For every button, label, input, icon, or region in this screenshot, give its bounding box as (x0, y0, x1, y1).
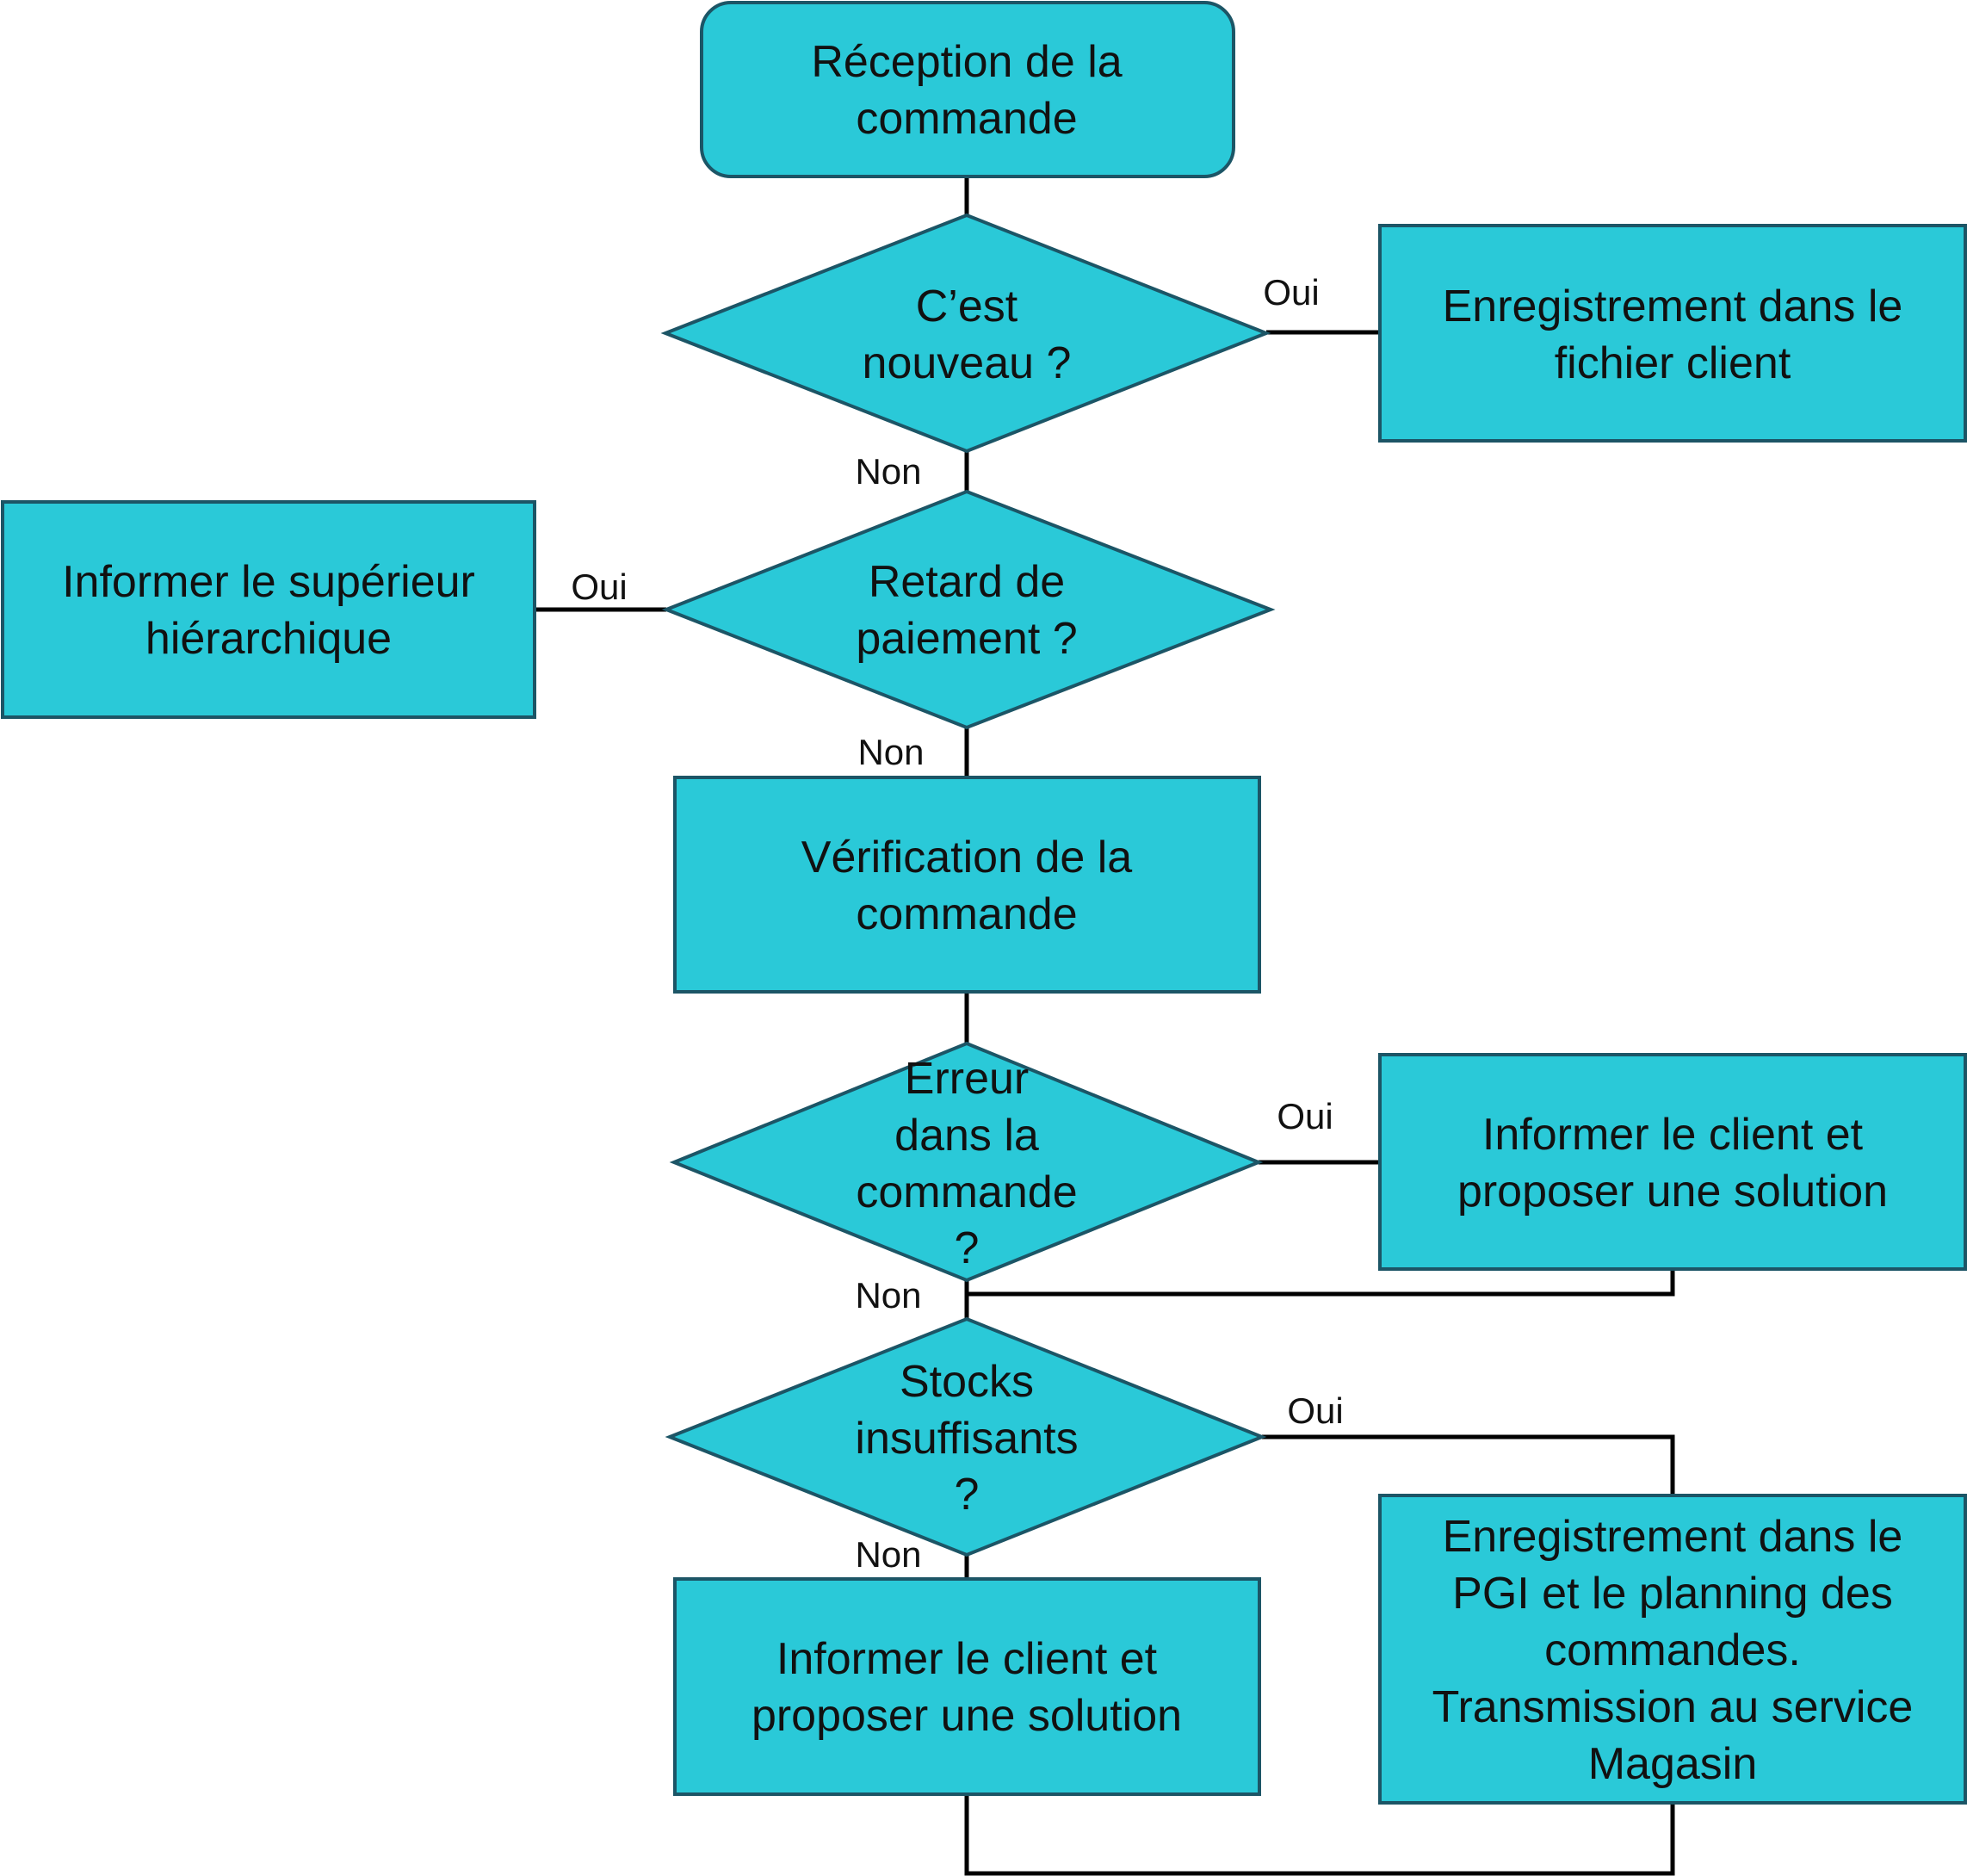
node-informer-client-1-shape (1378, 1053, 1967, 1271)
node-informer-client-1: Informer le client et proposer une solut… (1378, 1053, 1967, 1271)
edge-label-retard-oui: Oui (571, 567, 627, 607)
edge-label-retard-non: Non (857, 732, 924, 772)
node-informer-client-1-line-2: proposer une solution (1457, 1167, 1888, 1217)
edge-labels: Oui Non Oui Non Oui Non Oui Non (571, 272, 1343, 1575)
node-informer-superieur: Informer le supérieur hiérarchique (1, 500, 536, 719)
node-informer-superieur-line-1: Informer le supérieur (62, 557, 475, 607)
node-reception-line-2: commande (856, 94, 1077, 144)
node-stocks-line-2: insuffisants (855, 1414, 1078, 1464)
node-enregistrement-fichier-line-1: Enregistrement dans le (1443, 282, 1903, 331)
node-enregistrement-pgi-line-4: Transmission au service (1432, 1682, 1914, 1732)
node-informer-client-2: Informer le client et proposer une solut… (673, 1577, 1261, 1796)
node-stocks-line-3: ? (955, 1470, 980, 1520)
node-enregistrement-fichier-line-2: fichier client (1555, 338, 1791, 388)
node-erreur-line-1: Erreur (905, 1054, 1029, 1104)
node-enregistrement-pgi: Enregistrement dans le PGI et le plannin… (1378, 1494, 1967, 1805)
edge-label-erreur-oui: Oui (1277, 1096, 1333, 1136)
node-enregistrement-fichier-shape (1378, 224, 1967, 443)
edge-informer-client-1-merge (967, 1269, 1675, 1297)
node-informer-client-2-line-1: Informer le client et (776, 1634, 1158, 1684)
edge-label-nouveau-non: Non (855, 451, 921, 492)
edge-stocks-enregistrement-pgi (1262, 1434, 1675, 1495)
node-retard-shape (661, 489, 1276, 730)
node-nouveau-line-1: C’est (916, 282, 1018, 331)
node-verification-shape (673, 776, 1261, 994)
node-informer-superieur-line-2: hiérarchique (145, 614, 392, 664)
node-nouveau-line-2: nouveau ? (863, 338, 1072, 388)
node-enregistrement-pgi-line-5: Magasin (1588, 1739, 1758, 1789)
node-erreur-shape (669, 1041, 1264, 1283)
edge-label-erreur-non: Non (855, 1275, 921, 1316)
node-nouveau: C’est nouveau ? (660, 213, 1271, 454)
edge-label-stocks-non: Non (855, 1534, 921, 1575)
edge-label-stocks-oui: Oui (1287, 1390, 1343, 1431)
node-enregistrement-pgi-shape (1378, 1494, 1967, 1805)
node-informer-client-2-line-2: proposer une solution (752, 1691, 1182, 1741)
node-nouveau-shape (660, 213, 1271, 454)
node-erreur-line-4: ? (955, 1223, 980, 1273)
node-verification-line-1: Vérification de la (801, 833, 1133, 882)
node-enregistrement-pgi-line-1: Enregistrement dans le (1443, 1512, 1903, 1562)
node-retard: Retard de paiement ? (661, 489, 1276, 730)
node-verification: Vérification de la commande (673, 776, 1261, 994)
node-erreur-line-2: dans la (894, 1111, 1039, 1161)
node-reception-line-1: Réception de la (811, 37, 1122, 87)
node-reception: Réception de la commande (700, 1, 1235, 178)
node-stocks: Stocks insuffisants ? (665, 1316, 1267, 1557)
edge-label-nouveau-oui: Oui (1263, 272, 1319, 313)
node-stocks-line-1: Stocks (900, 1357, 1034, 1407)
node-erreur-line-3: commande (856, 1167, 1077, 1217)
node-erreur: Erreur dans la commande ? (669, 1041, 1264, 1283)
node-retard-line-2: paiement ? (856, 614, 1077, 664)
node-reception-shape (700, 1, 1235, 178)
node-retard-line-1: Retard de (869, 557, 1065, 607)
node-informer-client-2-shape (673, 1577, 1261, 1796)
node-informer-superieur-shape (1, 500, 536, 719)
node-informer-client-1-line-1: Informer le client et (1482, 1110, 1864, 1160)
node-enregistrement-pgi-line-3: commandes. (1544, 1625, 1801, 1675)
connectors (535, 176, 1675, 1876)
edge-informer-client-2-enregistrement-pgi (964, 1794, 1675, 1876)
node-enregistrement-pgi-line-2: PGI et le planning des (1452, 1569, 1893, 1619)
nodes: Réception de la commande C’est nouveau ?… (1, 1, 1967, 1805)
node-enregistrement-fichier: Enregistrement dans le fichier client (1378, 224, 1967, 443)
node-stocks-shape (665, 1316, 1267, 1557)
node-verification-line-2: commande (856, 889, 1077, 939)
